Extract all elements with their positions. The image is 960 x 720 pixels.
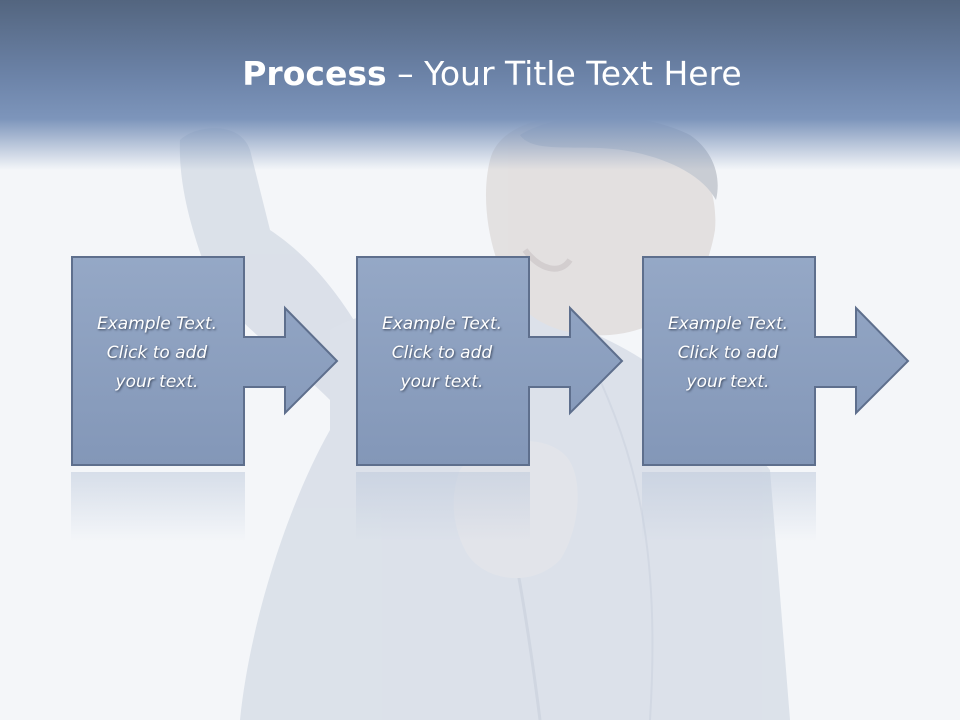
step-1-reflection (71, 472, 245, 542)
process-step-3[interactable]: Example Text. Click to add your text. (642, 256, 922, 468)
slide-title[interactable]: Process – Your Title Text Here (0, 52, 960, 96)
step-1-line3: your text. (115, 372, 199, 392)
step-2-line2: Click to add (391, 343, 493, 363)
step-2-reflection (356, 472, 530, 542)
title-bold: Process (242, 54, 387, 93)
header-band (0, 0, 960, 170)
step-1-line2: Click to add (106, 343, 208, 363)
step-2-arrow-shape (356, 256, 624, 466)
step-2-line1: Example Text. (381, 314, 503, 334)
process-step-1[interactable]: Example Text. Click to add your text. (71, 256, 351, 468)
step-3-reflection (642, 472, 816, 542)
step-1-text[interactable]: Example Text. Click to add your text. (71, 310, 243, 397)
step-1-line1: Example Text. (96, 314, 218, 334)
step-2-line3: your text. (400, 372, 484, 392)
step-2-text[interactable]: Example Text. Click to add your text. (356, 310, 528, 397)
process-step-2[interactable]: Example Text. Click to add your text. (356, 256, 636, 468)
step-3-text[interactable]: Example Text. Click to add your text. (642, 310, 814, 397)
step-3-line1: Example Text. (667, 314, 789, 334)
step-1-arrow-shape (71, 256, 339, 466)
title-rest: – Your Title Text Here (386, 54, 742, 93)
step-3-line3: your text. (686, 372, 770, 392)
step-3-line2: Click to add (677, 343, 779, 363)
photo-raised-arm (179, 128, 360, 400)
step-3-arrow-shape (642, 256, 910, 466)
